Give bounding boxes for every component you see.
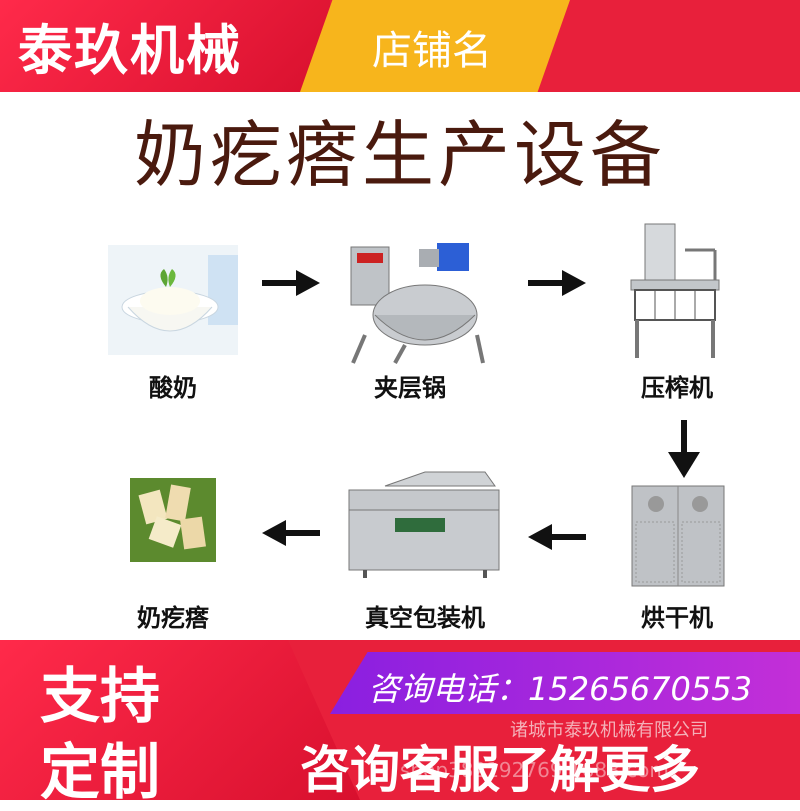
page-title: 奶疙瘩生产设备 — [133, 113, 666, 197]
arrow-right-icon — [528, 270, 586, 296]
step-label-yogurt: 酸奶 — [149, 374, 197, 402]
bottom-banner-left-bg — [0, 640, 360, 800]
top-banner-store-bg — [300, 0, 570, 92]
consult-slogan: 咨询客服了解更多 — [300, 740, 700, 799]
press-machine-image — [630, 223, 720, 358]
phone-number: 咨询电话：15265670553 — [368, 670, 752, 708]
top-banner-brand-bg — [0, 0, 330, 92]
arrow-left-icon — [262, 520, 320, 546]
dryer-image — [631, 485, 725, 587]
step-label-vacuum-packer: 真空包装机 — [365, 604, 485, 632]
jacketed-kettle-image — [350, 243, 485, 364]
yogurt-image — [108, 245, 238, 355]
company-name: 诸城市泰玖机械有限公司 — [510, 720, 708, 741]
support-text-line2: 定制 — [40, 738, 160, 808]
phone-banner — [330, 652, 800, 714]
step-label-cheese-curd: 奶疙瘩 — [137, 604, 209, 632]
step-label-press: 压榨机 — [641, 374, 713, 402]
step-label-dryer: 烘干机 — [641, 604, 713, 632]
support-text-line1: 支持 — [40, 662, 160, 732]
step-label-kettle: 夹层锅 — [374, 374, 446, 402]
vacuum-packer-image — [348, 471, 500, 578]
arrow-down-icon — [668, 420, 700, 478]
cheese-curd-image — [130, 478, 216, 562]
arrow-right-icon — [262, 270, 320, 296]
brand-name: 泰玖机械 — [18, 18, 242, 82]
store-name: 店铺名 — [372, 28, 492, 74]
watermark-url: shop382192769.1688.com — [400, 758, 669, 782]
arrow-left-icon — [528, 524, 586, 550]
